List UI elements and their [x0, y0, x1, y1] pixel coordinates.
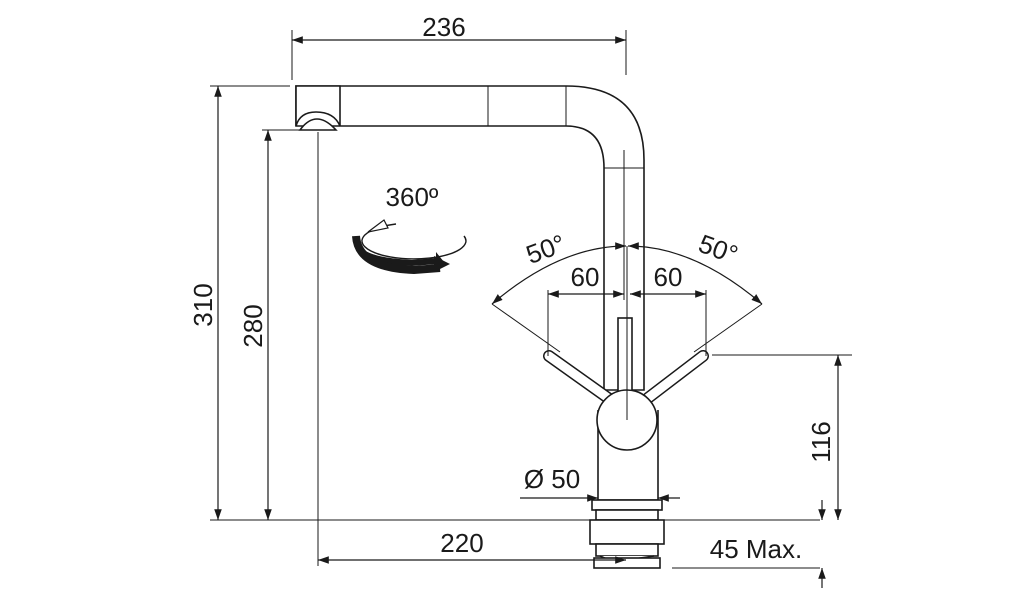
offset-right-label: 60 [654, 262, 683, 292]
rotation-arrow-icon [352, 219, 467, 275]
dim-total-height-label: 310 [188, 283, 218, 326]
spray-head [295, 85, 341, 127]
rotation-label: 360º [386, 182, 439, 212]
dim-spout-height: 280 [238, 129, 300, 520]
dim-spout-height-label: 280 [238, 304, 268, 347]
dim-top-width-label: 236 [422, 12, 465, 42]
dim-spout-reach: 220 [317, 132, 626, 566]
base-ring [591, 499, 663, 511]
dim-diameter: Ø 50 [520, 464, 680, 502]
rotation-indicator: 360º [352, 182, 467, 275]
dim-spout-reach-label: 220 [440, 528, 483, 558]
dim-max-deck: 45 Max. [672, 500, 826, 588]
dim-diameter-label: Ø 50 [524, 464, 580, 494]
faucet-body [295, 85, 709, 569]
dim-lever-angles: 50° 50° 60 60 [491, 228, 763, 420]
dim-top-width: 236 [291, 12, 627, 80]
mounting-nut [589, 519, 665, 545]
spout [295, 85, 645, 391]
dim-lever-height-label: 116 [806, 421, 836, 462]
dim-lever-height: 116 [712, 354, 852, 520]
offset-left-label: 60 [571, 262, 600, 292]
lever-stem [617, 317, 633, 393]
angle-left-label: 50° [522, 228, 569, 270]
dim-max-deck-label: 45 Max. [710, 534, 803, 564]
dim-total-height: 310 [188, 85, 820, 521]
